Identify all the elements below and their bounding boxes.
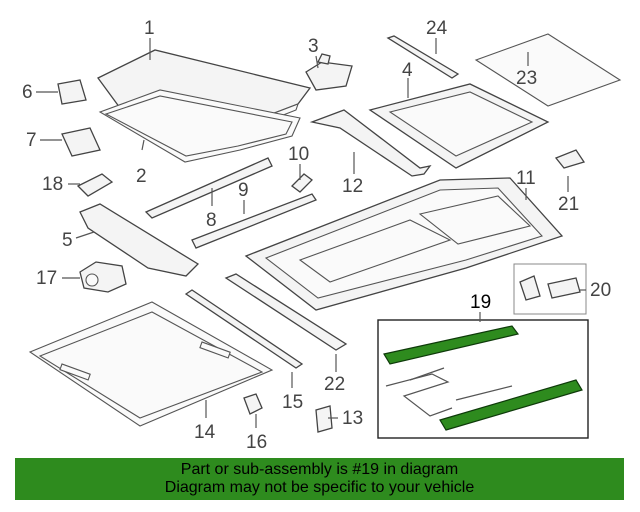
callout-5: 5	[62, 230, 73, 251]
part-20-group	[513, 263, 587, 315]
part-3-bracket	[305, 53, 353, 91]
callout-23: 23	[516, 68, 537, 89]
part-5-deflector	[79, 203, 200, 277]
callout-17: 17	[36, 268, 57, 289]
part-14-sunshade	[28, 301, 274, 427]
callout-8: 8	[206, 210, 217, 231]
callout-18: 18	[42, 174, 63, 195]
callout-4: 4	[402, 60, 413, 81]
part-6-clip	[57, 79, 87, 105]
part-22-rail	[224, 273, 348, 351]
part-21-clip	[554, 149, 586, 169]
callout-24: 24	[426, 18, 448, 39]
banner-line-2: Diagram may not be specific to your vehi…	[164, 479, 475, 496]
parts-diagram: 1 2 3 4 5 6 7 8 9 10 11 12 13 14 15 16 1…	[22, 18, 622, 453]
callout-19: 19	[470, 292, 491, 313]
callout-16: 16	[246, 432, 267, 453]
part-8-strip	[144, 157, 273, 219]
fitment-notice-banner: Part or sub-assembly is #19 in diagram D…	[15, 458, 624, 500]
part-13-clip	[315, 405, 333, 433]
part-12-deflector	[309, 109, 432, 177]
part-24-strip	[386, 35, 460, 79]
callout-3: 3	[308, 36, 319, 57]
callout-7: 7	[26, 130, 37, 151]
part-10-clip	[291, 173, 313, 193]
callout-21: 21	[558, 194, 579, 215]
part-11-roof-frame	[244, 177, 564, 311]
callout-6: 6	[22, 82, 33, 103]
part-18-pad	[76, 173, 114, 197]
part-4-main-glass	[368, 83, 550, 169]
part-7-clip	[61, 127, 101, 157]
callout-13: 13	[342, 408, 363, 429]
part-16-clip	[243, 393, 263, 415]
callout-2: 2	[136, 166, 147, 187]
part-19-inset	[377, 319, 589, 439]
callout-14: 14	[194, 422, 216, 443]
callout-15: 15	[282, 392, 303, 413]
part-23-rear-glass	[474, 33, 622, 107]
callout-12: 12	[342, 176, 363, 197]
callout-11: 11	[516, 168, 536, 189]
leader-lines	[36, 38, 586, 428]
callout-9: 9	[238, 180, 249, 201]
part-2-seal	[98, 89, 301, 163]
banner-line-1: Part or sub-assembly is #19 in diagram	[180, 461, 459, 478]
part-17-motor	[79, 261, 127, 293]
callout-1: 1	[144, 18, 155, 39]
part-15-rail	[184, 289, 304, 369]
part-9-strip	[191, 193, 317, 249]
callout-22: 22	[324, 374, 345, 395]
callout-10: 10	[288, 144, 309, 165]
callout-20: 20	[590, 280, 611, 301]
